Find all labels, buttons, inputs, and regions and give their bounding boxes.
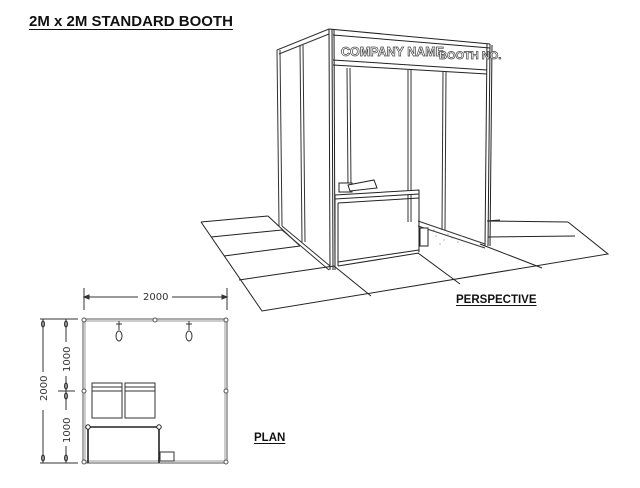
width-dimension — [82, 288, 229, 310]
fascia-board — [328, 28, 491, 75]
plan-view — [40, 288, 229, 465]
floor-grid — [200, 215, 610, 312]
chair-icon — [91, 382, 123, 419]
chair-icon — [124, 382, 156, 419]
spotlight-icon — [185, 321, 193, 342]
drawing-title: 2M x 2M STANDARD BOOTH — [29, 13, 233, 30]
fascia-company-name: COMPANY NAME — [341, 45, 444, 59]
left-wall — [276, 28, 331, 271]
counter-plan — [85, 424, 162, 463]
depth-dimension — [40, 318, 78, 464]
waste-bin-plan — [159, 451, 175, 462]
spotlight-icon — [115, 321, 123, 342]
carpet-dots — [433, 229, 463, 245]
front-right-pole — [484, 43, 493, 247]
dim-half-top: 1000 — [62, 347, 73, 372]
info-counter — [334, 179, 420, 268]
fascia-booth-no: BOOTH NO. — [439, 50, 501, 62]
dim-half-bottom: 1000 — [62, 418, 73, 443]
waste-bin — [419, 227, 429, 247]
booth-walls — [81, 317, 229, 465]
back-wall — [346, 67, 486, 249]
dim-depth: 2000 — [39, 376, 50, 401]
plan-label: PLAN — [254, 432, 286, 444]
dim-width: 2000 — [143, 292, 168, 303]
perspective-view — [200, 28, 610, 312]
perspective-label: PERSPECTIVE — [456, 294, 537, 306]
